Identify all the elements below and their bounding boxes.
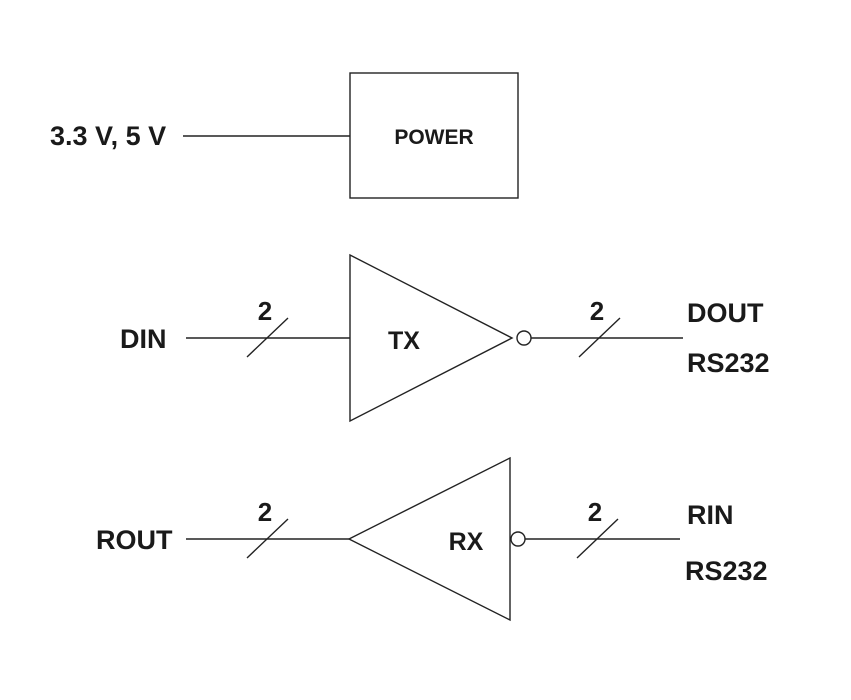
power-block-label: POWER [394, 126, 473, 149]
dout-label: DOUT [687, 298, 764, 328]
power-block [349, 72, 519, 199]
power-supply-label: 3.3 V, 5 V [50, 121, 166, 151]
dout-standard-label: RS232 [687, 348, 770, 378]
rx-block-label: RX [449, 528, 484, 556]
tx-block-label: TX [388, 327, 420, 355]
din-label: DIN [120, 324, 167, 354]
rout-bus-width: 2 [258, 497, 272, 527]
rin-bus-slash [576, 518, 619, 559]
tx-inverter-bubble [516, 330, 532, 346]
dout-bus-slash [578, 317, 621, 358]
din-bus-slash [246, 317, 289, 358]
rin-bus-width: 2 [588, 497, 602, 527]
dout-bus-width: 2 [590, 296, 604, 326]
din-bus-width: 2 [258, 296, 272, 326]
tx-buffer-triangle [349, 253, 514, 423]
rin-standard-label: RS232 [685, 556, 768, 586]
rout-bus-slash [246, 518, 289, 559]
rx-buffer-triangle [347, 456, 511, 622]
rout-label: ROUT [96, 525, 173, 555]
rin-label: RIN [687, 500, 734, 530]
rx-inverter-bubble [510, 531, 526, 547]
